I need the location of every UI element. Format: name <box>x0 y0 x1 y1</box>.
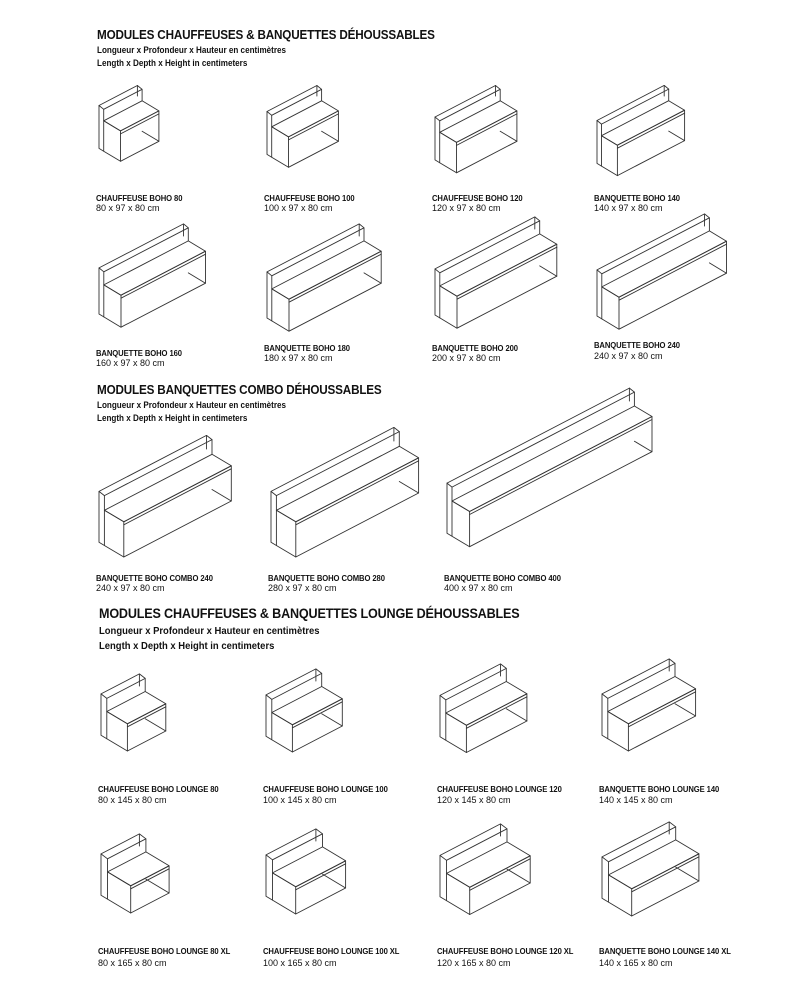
product-dimensions: 200 x 97 x 80 cm <box>432 353 501 363</box>
lounge-chair-icon <box>265 668 343 753</box>
product-dimensions: 100 x 165 x 80 cm <box>263 958 337 968</box>
product-name: BANQUETTE BOHO 180 <box>264 343 350 353</box>
product-name: CHAUFFEUSE BOHO 100 <box>264 193 355 203</box>
product-name: CHAUFFEUSE BOHO LOUNGE 80 XL <box>98 946 231 956</box>
lounge-chair-icon <box>439 823 531 915</box>
section-title-modules: MODULES CHAUFFEUSES & BANQUETTES DÉHOUSS… <box>97 27 435 42</box>
bench-icon <box>596 213 727 330</box>
product-name: BANQUETTE BOHO 240 <box>594 340 680 350</box>
product-name: BANQUETTE BOHO 200 <box>432 343 518 353</box>
section-title-combo: MODULES BANQUETTES COMBO DÉHOUSSABLES <box>97 382 382 397</box>
product-name: CHAUFFEUSE BOHO LOUNGE 80 <box>98 784 219 794</box>
chair-icon <box>434 85 518 174</box>
bench-icon <box>434 216 558 329</box>
bench-icon <box>266 223 382 332</box>
product-name: BANQUETTE BOHO LOUNGE 140 <box>599 784 720 794</box>
product-dimensions: 140 x 145 x 80 cm <box>599 795 673 805</box>
product-dimensions: 400 x 97 x 80 cm <box>444 583 513 593</box>
product-name: BANQUETTE BOHO 160 <box>96 348 182 358</box>
product-dimensions: 120 x 97 x 80 cm <box>432 203 501 213</box>
lounge-chair-icon <box>100 833 170 914</box>
bench-icon <box>98 434 232 558</box>
bench-icon <box>446 387 653 548</box>
section-title-lounge: MODULES CHAUFFEUSES & BANQUETTES LOUNGE … <box>99 605 520 621</box>
product-dimensions: 120 x 165 x 80 cm <box>437 958 511 968</box>
section-subtitle-fr: Longueur x Profondeur x Hauteur en centi… <box>97 45 287 55</box>
section-subtitle-fr: Longueur x Profondeur x Hauteur en centi… <box>99 625 320 637</box>
chair-icon <box>266 85 339 168</box>
product-name: CHAUFFEUSE BOHO LOUNGE 120 XL <box>437 946 574 956</box>
product-dimensions: 240 x 97 x 80 cm <box>594 351 663 361</box>
bench-icon <box>596 84 686 177</box>
lounge-bench-icon <box>601 821 700 917</box>
lounge-chair-icon <box>265 828 347 915</box>
product-name: CHAUFFEUSE BOHO 80 <box>96 193 183 203</box>
product-dimensions: 180 x 97 x 80 cm <box>264 353 333 363</box>
product-dimensions: 80 x 97 x 80 cm <box>96 203 160 213</box>
section-subtitle-en: Length x Depth x Height in centimeters <box>97 413 248 423</box>
product-dimensions: 240 x 97 x 80 cm <box>96 583 165 593</box>
product-dimensions: 280 x 97 x 80 cm <box>268 583 337 593</box>
bench-icon <box>98 223 206 328</box>
product-name: BANQUETTE BOHO LOUNGE 140 XL <box>599 946 731 956</box>
section-subtitle-en: Length x Depth x Height in centimeters <box>97 58 248 68</box>
product-name: BANQUETTE BOHO COMBO 240 <box>96 573 213 583</box>
product-dimensions: 140 x 97 x 80 cm <box>594 203 663 213</box>
product-name: BANQUETTE BOHO COMBO 280 <box>268 573 385 583</box>
lounge-bench-icon <box>601 658 697 752</box>
lounge-chair-icon <box>100 673 167 752</box>
product-name: CHAUFFEUSE BOHO LOUNGE 120 <box>437 784 562 794</box>
product-dimensions: 160 x 97 x 80 cm <box>96 358 165 368</box>
product-dimensions: 80 x 165 x 80 cm <box>98 958 167 968</box>
product-dimensions: 80 x 145 x 80 cm <box>98 795 167 805</box>
bench-icon <box>270 426 420 558</box>
chair-icon <box>98 85 160 162</box>
section-subtitle-fr: Longueur x Profondeur x Hauteur en centi… <box>97 400 287 410</box>
product-name: BANQUETTE BOHO COMBO 400 <box>444 573 561 583</box>
product-dimensions: 120 x 145 x 80 cm <box>437 795 511 805</box>
product-name: BANQUETTE BOHO 140 <box>594 193 680 203</box>
product-name: CHAUFFEUSE BOHO 120 <box>432 193 523 203</box>
product-dimensions: 100 x 97 x 80 cm <box>264 203 333 213</box>
product-name: CHAUFFEUSE BOHO LOUNGE 100 <box>263 784 388 794</box>
section-subtitle-en: Length x Depth x Height in centimeters <box>99 640 275 652</box>
product-name: CHAUFFEUSE BOHO LOUNGE 100 XL <box>263 946 400 956</box>
product-dimensions: 100 x 145 x 80 cm <box>263 795 337 805</box>
product-dimensions: 140 x 165 x 80 cm <box>599 958 673 968</box>
lounge-chair-icon <box>439 663 528 753</box>
